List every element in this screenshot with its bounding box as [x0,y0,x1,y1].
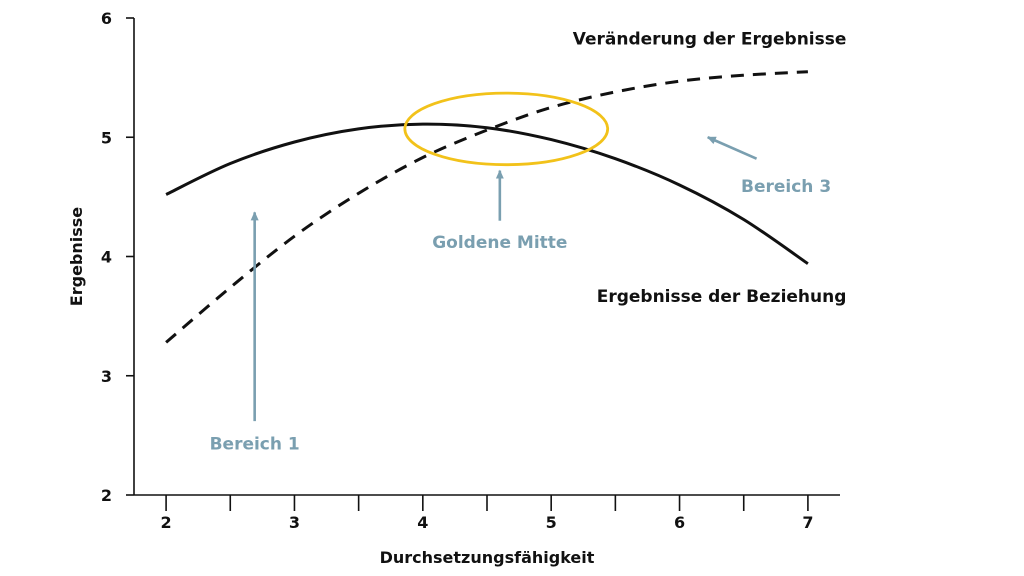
bereich-3-arrow [706,136,758,160]
x-tick-label-5: 5 [546,513,557,532]
y-axis-title: Ergebnisse [67,207,86,307]
x-axis-title: Durchsetzungsfähigkeit [380,548,595,567]
series-label-0: Veränderung der Ergebnisse [573,29,847,49]
x-tick-label-2: 2 [161,513,172,532]
x-tick-label-3: 3 [289,513,300,532]
bereich-1-label: Bereich 1 [210,435,300,455]
y-tick-label-5: 5 [101,128,112,147]
y-tick-label-2: 2 [101,486,112,505]
goldene-mitte-ellipse [403,91,610,167]
x-tick-label-7: 7 [802,513,813,532]
series-line-1 [165,70,808,344]
series-group [165,70,809,344]
goldene-mitte-label: Goldene Mitte [432,233,567,253]
series-line-0 [165,122,809,265]
axes: 2 3 4 5 6 2 3 4 5 6 7 [101,9,840,532]
x-tick-label-4: 4 [417,513,428,532]
x-tick-label-6: 6 [674,513,685,532]
y-tick-label-3: 3 [101,367,112,386]
series-label-1: Ergebnisse der Beziehung [597,287,847,307]
labels-group: Durchsetzungsfähigkeit Ergebnisse Veränd… [67,29,846,567]
y-tick-label-6: 6 [101,9,112,28]
y-tick-label-4: 4 [101,248,112,267]
bereich-3-label: Bereich 3 [741,177,831,197]
